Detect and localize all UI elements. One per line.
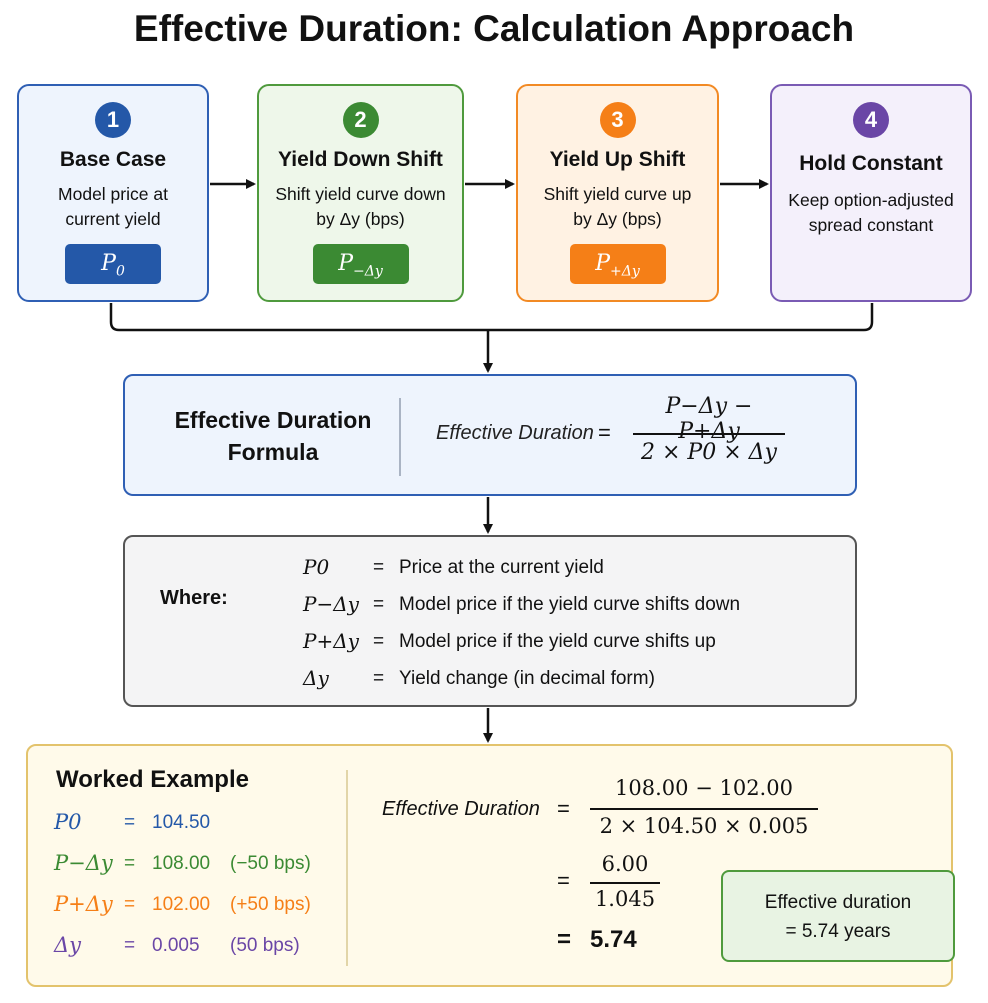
where-label: Where:: [160, 587, 228, 609]
result-line1: Effective duration: [764, 892, 912, 913]
step-card-yield-down: 2 Yield Down Shift Shift yield curve dow…: [257, 84, 464, 302]
definitions-box: Where: P0 = Price at the current yield P…: [123, 535, 857, 707]
step-title: Yield Up Shift: [549, 148, 686, 171]
formula-heading: Effective Duration Formula: [174, 407, 372, 465]
example-numerator-1: 108.00 − 102.00: [615, 776, 793, 800]
step-description-line1: Shift yield curve down: [275, 184, 446, 204]
example-fraction-bar-2: [590, 882, 660, 884]
definition-row: P0 = Price at the current yield: [303, 555, 604, 579]
example-denominator-2: 1.045: [594, 887, 656, 911]
definition-row: P+Δy = Model price if the yield curve sh…: [303, 629, 716, 653]
page-title: Effective Duration: Calculation Approach: [133, 8, 855, 49]
step-title: Hold Constant: [799, 152, 943, 175]
price-symbol-pill: P0: [65, 244, 161, 284]
step-title: Base Case: [59, 148, 167, 171]
formula-numerator: P−Δy − P+Δy: [665, 394, 753, 444]
example-input-row: P+Δy = 102.00 (+50 bps): [54, 892, 311, 916]
step-number-badge: 4: [853, 102, 889, 138]
example-denominator-1: 2 × 104.50 × 0.005: [599, 814, 809, 838]
example-title: Worked Example: [56, 766, 249, 793]
formula-equals: =: [598, 420, 611, 445]
example-input-row: P0 = 104.50: [54, 810, 211, 834]
example-final-value: 5.74: [590, 926, 637, 953]
example-equals-3: =: [557, 926, 572, 953]
example-lhs: Effective Duration: [382, 798, 540, 820]
step-description-line2: spread constant: [808, 215, 934, 235]
step-number-badge: 2: [342, 102, 379, 138]
step-card-yield-up: 3 Yield Up Shift Shift yield curve up by…: [516, 84, 719, 302]
price-symbol-pill: P−Δy: [312, 244, 409, 284]
example-fraction-bar-1: [590, 808, 818, 810]
definitions-list: P0 = Price at the current yield P−Δy = M…: [303, 555, 843, 703]
formula-divider: [399, 398, 401, 476]
definition-row: Δy = Yield change (in decimal form): [303, 666, 655, 690]
formula-denominator: 2 × P0 × Δy: [641, 440, 777, 465]
bracket-connector: [109, 303, 874, 332]
formula-box: Effective Duration Formula Effective Dur…: [123, 374, 857, 496]
step-description-line1: Model price at: [58, 184, 168, 204]
step-card-hold-constant: 4 Hold Constant Keep option-adjusted spr…: [770, 84, 972, 302]
example-inputs: P0 = 104.50 P−Δy = 108.00 (−50 bps) P+Δy…: [54, 810, 344, 974]
definition-row: P−Δy = Model price if the yield curve sh…: [303, 592, 741, 616]
step-description-line2: current yield: [65, 209, 161, 229]
example-equals-2: =: [557, 868, 570, 893]
formula-lhs: Effective Duration: [436, 422, 594, 444]
example-numerator-2: 6.00: [601, 852, 649, 876]
step-description-line1: Shift yield curve up: [543, 184, 692, 204]
result-callout: Effective duration = 5.74 years: [721, 870, 955, 962]
price-symbol-pill: P+Δy: [569, 244, 666, 284]
step-description-line1: Keep option-adjusted: [788, 190, 954, 210]
step-card-base-case: 1 Base Case Model price at current yield…: [17, 84, 209, 302]
formula-fraction-bar: [633, 433, 785, 435]
step-number-badge: 1: [95, 102, 131, 138]
example-divider: [346, 770, 348, 966]
step-title: Yield Down Shift: [278, 148, 443, 171]
result-line2: = 5.74 years: [785, 921, 891, 942]
example-input-row: P−Δy = 108.00 (−50 bps): [54, 851, 311, 875]
step-number-badge: 3: [599, 102, 636, 138]
example-equals-1: =: [557, 796, 570, 821]
step-description-line2: by Δy (bps): [573, 209, 662, 229]
step-description-line2: by Δy (bps): [316, 209, 405, 229]
example-input-row: Δy = 0.005 (50 bps): [54, 933, 300, 957]
